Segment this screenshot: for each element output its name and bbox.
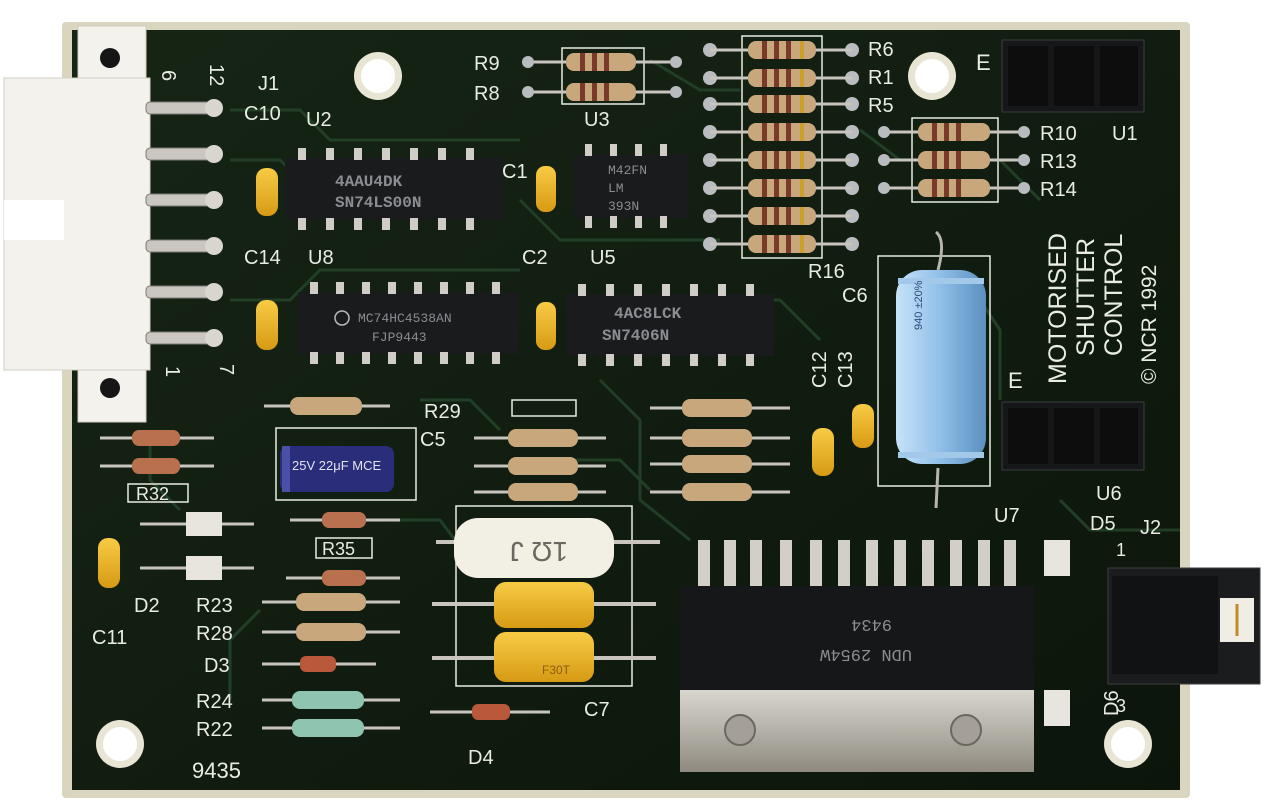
c10-label: C10: [244, 103, 281, 125]
lower-header: [1001, 401, 1145, 471]
j2-label: J2: [1140, 517, 1161, 539]
diodes: [140, 512, 1070, 726]
j2-pin3-label: 3: [1116, 696, 1126, 716]
u5-marking-line1: M42FN: [608, 163, 647, 178]
j1-label: J1: [258, 73, 279, 95]
power-resistor: 1Ω J: [436, 505, 660, 687]
tantalum-caps: [98, 166, 874, 588]
u5-marking-line3: 393N: [608, 199, 639, 214]
r28-label: R28: [196, 623, 233, 645]
c6-label: C6: [842, 285, 868, 307]
j2-connector: [1107, 567, 1261, 685]
u8-marking-line2: FJP9443: [372, 330, 427, 345]
j1-pin1-label: 1: [161, 366, 183, 377]
u1-label: U1: [1112, 123, 1138, 145]
d2-label: D2: [134, 595, 160, 617]
r29-label: R29: [424, 401, 461, 423]
u3-label: U3: [584, 109, 610, 131]
c6-marking: 940 ±20%: [913, 280, 925, 330]
u8-marking-line1: MC74HC4538AN: [358, 311, 452, 326]
c7-label: C7: [584, 699, 610, 721]
c2-label: C2: [522, 247, 548, 269]
c5-marking: 25V 22μF MCE: [292, 458, 381, 473]
j2-pin1-label: 1: [1116, 540, 1126, 560]
c5-label: C5: [420, 429, 446, 451]
u7-marking-line2: UDN 2954W: [819, 644, 912, 663]
r1-label: R1: [868, 67, 894, 89]
j1-pin12-label: 12: [205, 64, 227, 86]
u6-marking-line2: SN7406N: [602, 327, 669, 345]
date-code: 9435: [192, 758, 241, 783]
r10-label: R10: [1040, 123, 1077, 145]
c13-label: C13: [835, 351, 857, 388]
u7-marking-line1: 9434: [851, 614, 892, 633]
r32-label: R32: [136, 484, 169, 504]
r9-label: R9: [474, 53, 500, 75]
resistor-bank-r16: [703, 35, 859, 259]
board-copyright: © NCR 1992: [1138, 265, 1161, 384]
u5-label: U5: [590, 247, 616, 269]
j1-pin6-label: 6: [157, 70, 179, 81]
u6-marking-line1: 4AC8LCK: [614, 305, 682, 323]
u2-marking-line2: SN74LS00N: [335, 194, 421, 212]
r14-label: R14: [1040, 179, 1077, 201]
small-resistors: [100, 397, 790, 737]
chip-u2: 4AAU4DK SN74LS00N: [285, 148, 503, 230]
j1-connector: [3, 25, 223, 423]
r22-label: R22: [196, 719, 233, 741]
r16-label: R16: [808, 261, 845, 283]
r35-label: R35: [322, 539, 355, 559]
r6-label: R6: [868, 39, 894, 61]
e-top-label: E: [976, 50, 991, 75]
u1-header: [1001, 39, 1145, 113]
chip-u8: MC74HC4538AN FJP9443: [298, 282, 518, 364]
u6-label: U6: [1096, 483, 1122, 505]
u5-marking-line2: LM: [608, 181, 624, 196]
r23-label: R23: [196, 595, 233, 617]
r5-label: R5: [868, 95, 894, 117]
c11-label: C11: [92, 627, 127, 649]
capacitor-c7: F30T: [432, 582, 656, 682]
u7-label: U7: [994, 505, 1020, 527]
d5-label: D5: [1090, 513, 1116, 535]
u2-label: U2: [306, 109, 332, 131]
c12-label: C12: [809, 351, 831, 388]
board-title-line1: MOTORISED: [1044, 233, 1072, 384]
board-title-line2: SHUTTER: [1072, 238, 1100, 356]
board-title-line3: CONTROL: [1100, 234, 1128, 356]
capacitor-c6: 940 ±20%: [877, 230, 991, 509]
d3-label: D3: [204, 655, 230, 677]
d6-label: D6: [1101, 690, 1123, 716]
mounting-holes: [96, 52, 1152, 768]
e-bottom-label: E: [1008, 368, 1023, 393]
c14-label: C14: [244, 247, 281, 269]
capacitor-c5: 25V 22μF MCE: [275, 427, 417, 501]
d4-label: D4: [468, 747, 494, 769]
u2-marking-line1: 4AAU4DK: [335, 173, 403, 191]
r13-label: R13: [1040, 151, 1077, 173]
u8-label: U8: [308, 247, 334, 269]
resistors-r8-r9: [522, 47, 682, 105]
silkscreen-labels: 6 12 1 7 J1 C10 U2 C14 U8 C1 C2 U5 U3 R9…: [92, 39, 1161, 783]
power-resistor-marking: 1Ω J: [510, 536, 568, 567]
chip-u7: 9434 UDN 2954W: [680, 540, 1034, 772]
resistors-r10-r14: [878, 117, 1030, 203]
r8-label: R8: [474, 83, 500, 105]
chip-u5: M42FN LM 393N: [574, 144, 688, 228]
c1-label: C1: [502, 161, 528, 183]
j1-pin7-label: 7: [215, 364, 237, 375]
r24-label: R24: [196, 691, 233, 713]
chip-u6: 4AC8LCK SN7406N: [566, 284, 774, 366]
c7-marking: F30T: [542, 663, 571, 677]
